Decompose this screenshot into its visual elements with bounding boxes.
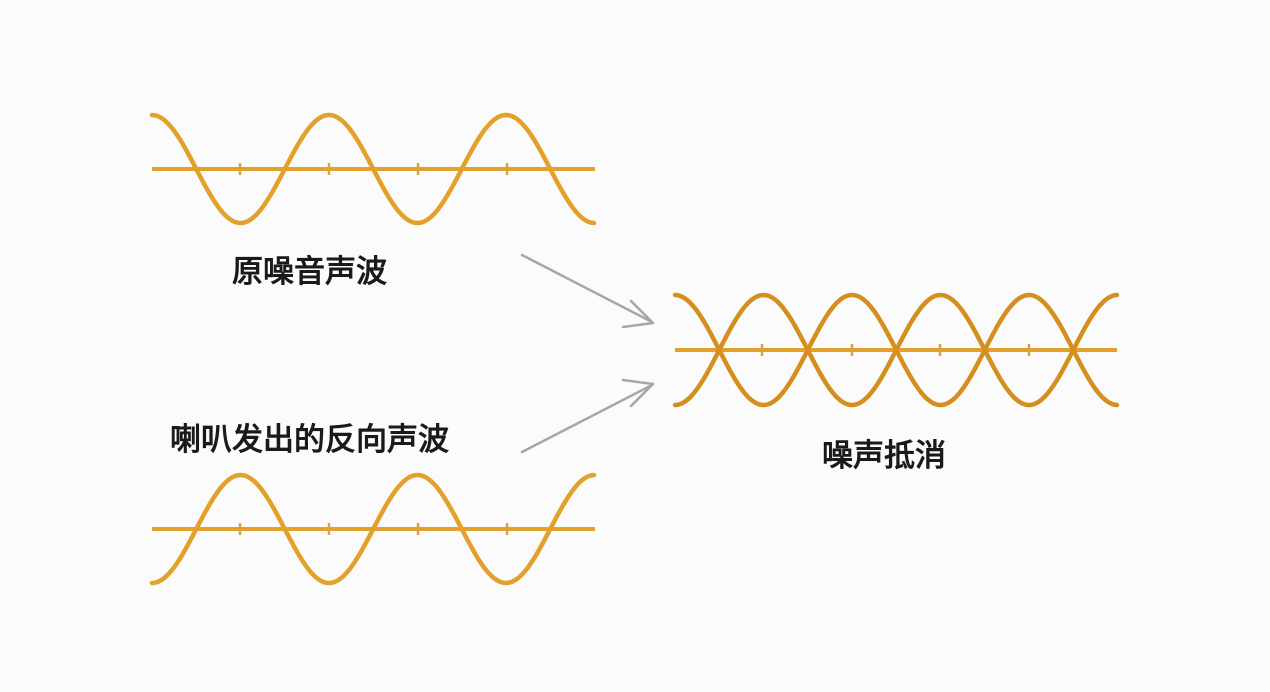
cancel-wave-group: [672, 292, 1120, 408]
inverse-wave: [149, 472, 597, 586]
arrow-right-down-icon: [520, 253, 655, 329]
arrow-right-up-icon: [520, 378, 655, 454]
inverse-wave-group: [149, 472, 597, 586]
inverse-wave-label: 喇叭发出的反向声波: [170, 422, 449, 458]
cancel-wave-inverted: [672, 292, 1120, 408]
original-axis-ticks: [238, 163, 509, 175]
cancel-axis-ticks: [760, 344, 1031, 356]
original-wave-label: 原噪音声波: [232, 254, 387, 290]
inverse-axis-ticks: [238, 523, 509, 535]
original-wave-group: [149, 112, 597, 226]
original-wave: [149, 112, 597, 226]
cancel-wave-label: 噪声抵消: [822, 438, 946, 474]
